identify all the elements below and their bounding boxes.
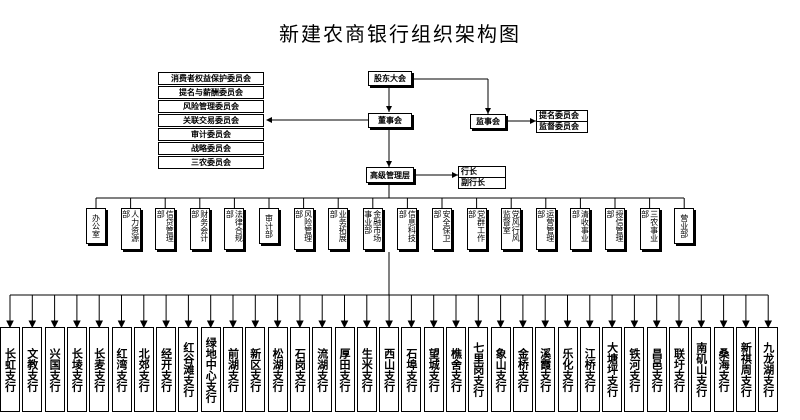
branch-box: 西山支行 (379, 327, 400, 412)
board-committee-list: 消费者权益保护委员会提名与薪酬委员会风险管理委员会关联交易委员会审计委员会战略委… (158, 72, 264, 170)
department-box: 业务拓展部 (328, 208, 349, 250)
shareholders-box: 股东大会 (368, 71, 412, 86)
branch-box: 北郊支行 (133, 327, 154, 412)
department-box: 清收事业部 (570, 208, 591, 250)
branch-box: 石埠支行 (401, 327, 422, 412)
branch-box: 前湖支行 (223, 327, 243, 412)
department-box: 财务会计部 (189, 208, 210, 250)
branch-box: 长麦支行 (89, 327, 110, 412)
department-box: 办公室 (86, 208, 106, 244)
branch-box: 联圩支行 (669, 327, 689, 412)
supervisory-board-box: 监事会 (470, 114, 506, 129)
branch-box: 望城支行 (423, 327, 444, 412)
senior-management-box: 高级管理层 (366, 167, 414, 183)
branch-box: 九龙湖支行 (758, 327, 779, 412)
supervisory-committee-list: 提名委员会 监督委员会 (536, 110, 588, 133)
branch-box: 南矶山支行 (691, 327, 712, 412)
branch-box: 经开支行 (156, 327, 177, 412)
department-box: 三农事业部 (639, 208, 660, 250)
committee-item: 关联交易委员会 (158, 114, 264, 127)
branch-box: 长堎支行 (66, 327, 87, 412)
department-box: 信息科技部 (397, 208, 418, 250)
department-box: 党群工作部 (466, 208, 487, 250)
branch-box: 长虹支行 (0, 327, 20, 412)
branch-box: 红谷滩支行 (178, 327, 199, 412)
committee-item: 提名与薪酬委员会 (158, 86, 264, 99)
branch-box: 铁河支行 (624, 327, 645, 412)
branch-box: 桑海支行 (713, 327, 734, 412)
president: 行长 (461, 167, 477, 176)
branch-box: 石岗支行 (289, 327, 310, 412)
branch-box: 溪霞支行 (535, 327, 556, 412)
department-box: 党风行风监督室 (501, 208, 522, 250)
department-box: 运营管理部 (535, 208, 556, 250)
department-box: 风险管理部 (293, 208, 314, 250)
branch-box: 七里岗支行 (468, 327, 489, 412)
committee-item: 消费者权益保护委员会 (158, 72, 264, 85)
branch-box: 兴国支行 (44, 327, 65, 412)
department-box: 法律合规部 (224, 208, 245, 250)
committee-item: 审计委员会 (158, 128, 264, 141)
department-box: 授信管理部 (605, 208, 625, 250)
board-box: 董事会 (368, 113, 412, 128)
branch-box: 樵舍支行 (446, 327, 466, 412)
executive-list: 行长 副行长 (458, 166, 506, 189)
department-box: 安全保卫部 (432, 208, 452, 250)
committee-item: 战略委员会 (158, 142, 264, 155)
branch-box: 乐化支行 (557, 327, 578, 412)
branch-box: 新祺周支行 (735, 327, 756, 412)
branch-box: 流湖支行 (312, 327, 333, 412)
branch-box: 新区支行 (245, 327, 266, 412)
supervision-committee: 监督委员会 (537, 121, 587, 132)
branch-box: 大塘坪支行 (602, 327, 623, 412)
branch-box: 厚田支行 (334, 327, 355, 412)
branch-box: 江桥支行 (579, 327, 600, 412)
branch-box: 红湾支行 (111, 327, 132, 412)
committee-item: 风险管理委员会 (158, 100, 264, 113)
nomination-committee: 提名委员会 (539, 111, 579, 120)
branch-box: 绿地中心支行 (200, 327, 221, 412)
branch-box: 文教支行 (22, 327, 43, 412)
branch-box: 生米支行 (356, 327, 377, 412)
branch-box: 松湖支行 (267, 327, 288, 412)
department-box: 金融市场事业部 (362, 208, 383, 250)
department-box: 信贷管理部 (155, 208, 176, 250)
branch-box: 象山支行 (490, 327, 511, 412)
department-box: 营业部 (674, 208, 695, 244)
department-box: 人力资源部 (120, 208, 141, 250)
branch-box: 金桥支行 (512, 327, 533, 412)
chart-title: 新建农商银行组织架构图 (279, 22, 521, 46)
branch-box: 昌邑支行 (646, 327, 667, 412)
vice-president: 副行长 (459, 177, 505, 188)
committee-item: 三农委员会 (158, 156, 264, 169)
department-box: 审计部 (259, 208, 279, 244)
